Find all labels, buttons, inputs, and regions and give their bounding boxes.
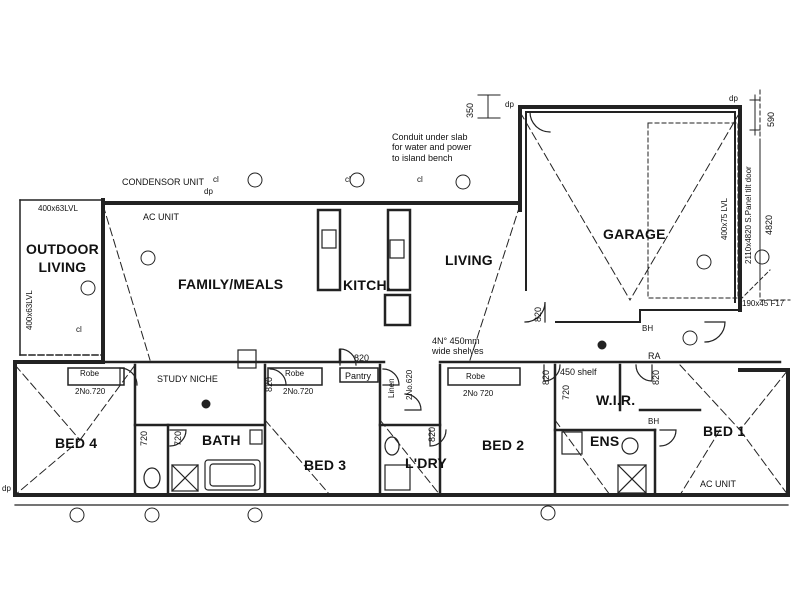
door-size-bed1: 820 bbox=[651, 369, 661, 385]
room-label-linen: Linen bbox=[387, 378, 396, 398]
dimension-lines bbox=[477, 94, 761, 291]
note-cl-4: cl bbox=[417, 175, 423, 184]
room-label-bed-4: BED 4 bbox=[55, 435, 98, 451]
door-size-laundry: 820 bbox=[427, 426, 437, 442]
door-size-garage: 820 bbox=[533, 306, 543, 322]
note-condensor-unit: CONDENSOR UNIT bbox=[122, 177, 205, 187]
note-dp-3: dp bbox=[204, 187, 213, 196]
door-size-study: 820 bbox=[354, 353, 370, 363]
note-450-shelf: 450 shelf bbox=[560, 367, 597, 377]
door-size-bed4: 720 bbox=[139, 430, 149, 446]
robe-size-bed-3: 2No.720 bbox=[283, 387, 314, 396]
room-label-bed-1: BED 1 bbox=[703, 423, 746, 439]
garage-roof-outline bbox=[647, 122, 739, 299]
note-dp-4: dp bbox=[2, 484, 11, 493]
door-size-bed3: 820 bbox=[264, 376, 274, 392]
note-bh-ens: BH bbox=[648, 417, 660, 426]
room-label-wir: W.I.R. bbox=[596, 392, 636, 408]
internal-walls bbox=[101, 208, 782, 497]
robe-label-bed-2: Robe bbox=[466, 372, 486, 381]
external-walls bbox=[13, 105, 790, 497]
door-size-linen: 2No.620 bbox=[405, 369, 414, 400]
note-beam-top: 400x63LVL bbox=[38, 204, 78, 213]
room-label-pantry: Pantry bbox=[345, 371, 372, 381]
note-cl-3: cl bbox=[345, 175, 351, 184]
section-markers bbox=[69, 172, 770, 523]
room-label-garage: GARAGE bbox=[603, 226, 666, 242]
note-dp-2: dp bbox=[729, 94, 738, 103]
note-ac-unit-top: AC UNIT bbox=[143, 212, 179, 222]
dimension-350: 350 bbox=[465, 102, 475, 118]
room-label-bed-3: BED 3 bbox=[304, 457, 347, 473]
note-ac-unit-bottom: AC UNIT bbox=[700, 479, 736, 489]
room-label-living: LIVING bbox=[445, 252, 493, 268]
door-size-bath: 720 bbox=[173, 430, 183, 446]
roof-hip-lines bbox=[14, 111, 789, 496]
note-cl-1: cl bbox=[76, 325, 82, 334]
room-label-kitchen: KITCH. bbox=[343, 277, 391, 293]
note-bh-garage: BH bbox=[642, 324, 654, 333]
robe-size-bed-4: 2No.720 bbox=[75, 387, 106, 396]
robe-size-bed-2: 2No 720 bbox=[463, 389, 494, 398]
robe-label-bed-3: Robe bbox=[285, 369, 305, 378]
room-label-bath: BATH bbox=[202, 432, 241, 448]
robes bbox=[67, 367, 521, 386]
garage-front-line bbox=[555, 309, 741, 323]
dimension-4820: 4820 bbox=[764, 214, 774, 235]
door-size-bed2: 820 bbox=[541, 369, 551, 385]
note-wide-shelves: 4N° 450mm wide shelves bbox=[432, 336, 484, 357]
note-cl-2: cl bbox=[213, 175, 219, 184]
robe-label-bed-4: Robe bbox=[80, 369, 100, 378]
room-label-bed-2: BED 2 bbox=[482, 437, 525, 453]
note-dp-1: dp bbox=[505, 100, 514, 109]
room-label-ens: ENS bbox=[590, 433, 620, 449]
note-f17: 190x45 F17 bbox=[742, 299, 785, 308]
fixtures bbox=[143, 229, 647, 494]
note-beam-left: 400x63LVL bbox=[25, 290, 34, 330]
room-label-outdoor-living: OUTDOOR LIVING bbox=[26, 241, 99, 276]
note-ra: RA bbox=[648, 351, 661, 361]
note-conduit: Conduit under slab for water and power t… bbox=[392, 132, 472, 163]
room-label-study-niche: STUDY NICHE bbox=[157, 374, 218, 384]
garage-wall-inner bbox=[525, 111, 736, 303]
room-label-laundry: L'DRY bbox=[405, 455, 447, 471]
note-garage-door: 2110x4820 S.Panel tilt door bbox=[744, 166, 753, 264]
outdoor-living-slab bbox=[19, 199, 104, 356]
floor-waste-marker bbox=[597, 340, 607, 350]
hwu-marker bbox=[201, 399, 211, 409]
room-label-family-meals: FAMILY/MEALS bbox=[178, 276, 284, 292]
dimension-590: 590 bbox=[766, 111, 776, 127]
note-garage-beam: 400x75 LVL bbox=[720, 197, 729, 240]
door-swings bbox=[119, 111, 726, 447]
door-size-ens: 720 bbox=[561, 384, 571, 400]
